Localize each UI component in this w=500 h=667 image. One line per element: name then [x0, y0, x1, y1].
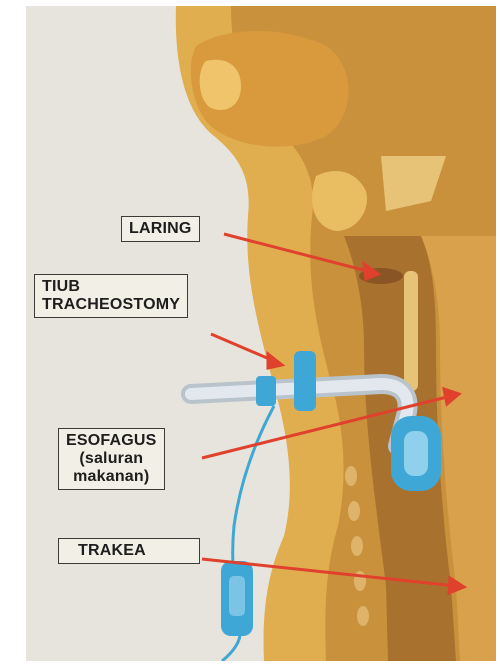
- tube-flange: [294, 351, 316, 411]
- label-laring-text: LARING: [129, 220, 192, 238]
- label-esofagus-line2: (saluran: [66, 450, 157, 468]
- label-esofagus-line1: ESOFAGUS: [66, 432, 157, 450]
- label-esofagus-line3: makanan): [66, 468, 157, 486]
- label-tiub-tracheostomy: TIUB TRACHEOSTOMY: [34, 274, 188, 318]
- label-tiub-line2: TRACHEOSTOMY: [42, 296, 180, 314]
- tube-connector: [256, 376, 276, 406]
- label-tiub-line1: TIUB: [42, 278, 180, 296]
- label-trakea-text: TRAKEA: [66, 542, 192, 560]
- label-trakea: TRAKEA: [58, 538, 200, 564]
- label-laring: LARING: [121, 216, 200, 242]
- larynx-cartilage: [404, 271, 418, 391]
- label-esofagus: ESOFAGUS (saluran makanan): [58, 428, 165, 490]
- anatomy-illustration: LARING TIUB TRACHEOSTOMY ESOFAGUS (salur…: [26, 6, 496, 661]
